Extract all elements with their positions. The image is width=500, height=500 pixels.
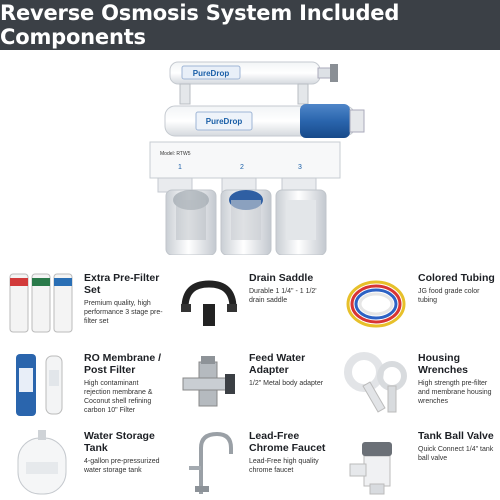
component-name: Water Storage Tank: [84, 430, 155, 454]
faucet-icon: [173, 426, 245, 498]
ro-system-image: PureDrop PureDrop Model: RTW5 1 2 3: [0, 50, 500, 256]
component-lead-free-chrome-faucet: Lead-Free Chrome Faucet Lead-Free high q…: [167, 422, 333, 500]
ro-membrane-icon: [6, 348, 78, 420]
component-desc: High contaminant rejection membrane & Co…: [84, 380, 153, 414]
component-desc: Lead-Free high quality chrome faucet: [249, 458, 319, 474]
components-grid: Extra Pre-Filter Set Premium quality, hi…: [0, 258, 500, 500]
component-water-storage-tank: Water Storage Tank 4-gallon pre-pressuri…: [0, 422, 166, 500]
component-drain-saddle: Drain Saddle Durable 1 1/4" - 1 1/2' dra…: [167, 264, 333, 344]
title-banner: Reverse Osmosis System Included Componen…: [0, 0, 500, 50]
component-tank-ball-valve: Tank Ball Valve Quick Connect 1/4" tank …: [334, 422, 500, 500]
component-name: RO Membrane / Post Filter: [84, 352, 162, 376]
drain-saddle-icon: [173, 268, 245, 340]
component-name: Tank Ball Valve: [418, 430, 494, 442]
filter-housing-3: [275, 189, 327, 256]
component-desc: JG food grade color tubing: [418, 288, 480, 304]
feed-water-adapter-icon: [173, 348, 245, 420]
membrane-housing: PureDrop: [164, 104, 365, 138]
component-desc: 4-gallon pre-pressurized water storage t…: [84, 458, 160, 474]
storage-tank-icon: [6, 426, 78, 498]
model-label: Model: RTW5: [160, 151, 191, 157]
filter-cartridges-icon: [6, 268, 78, 340]
post-filter: PureDrop: [169, 61, 338, 85]
filter-housing-1: [165, 189, 217, 256]
mounting-bracket: Model: RTW5 1 2 3: [149, 141, 341, 193]
ball-valve-icon: [340, 426, 412, 498]
component-feed-water-adapter: Feed Water Adapter 1/2" Metal body adapt…: [167, 344, 333, 424]
component-ro-membrane-post-filter: RO Membrane / Post Filter High contamina…: [0, 344, 166, 424]
page-title: Reverse Osmosis System Included Componen…: [0, 1, 400, 49]
component-name: Lead-Free Chrome Faucet: [249, 430, 326, 454]
stage-label-3: 3: [298, 164, 302, 171]
brand-logo-main: PureDrop: [206, 117, 243, 126]
component-desc: Quick Connect 1/4" tank ball valve: [418, 446, 494, 462]
component-housing-wrenches: Housing Wrenches High strength pre-filte…: [334, 344, 500, 424]
housing-wrench-icon: [340, 348, 412, 420]
filter-housing-2: [220, 189, 272, 256]
component-desc: 1/2" Metal body adapter: [249, 380, 324, 387]
component-name: Colored Tubing: [418, 272, 495, 284]
component-desc: High strength pre-filter and membrane ho…: [418, 380, 492, 405]
component-desc: Premium quality, high performance 3 stag…: [84, 300, 163, 325]
brand-logo-top: PureDrop: [193, 69, 230, 78]
stage-label-2: 2: [240, 164, 244, 171]
component-name: Extra Pre-Filter Set: [84, 272, 160, 296]
component-name: Feed Water Adapter: [249, 352, 306, 376]
component-name: Drain Saddle: [249, 272, 314, 284]
component-name: Housing Wrenches: [418, 352, 468, 376]
component-extra-pre-filter-set: Extra Pre-Filter Set Premium quality, hi…: [0, 264, 166, 344]
component-colored-tubing: Colored Tubing JG food grade color tubin…: [334, 264, 500, 344]
colored-tubing-icon: [340, 268, 412, 340]
component-desc: Durable 1 1/4" - 1 1/2' drain saddle: [249, 288, 317, 304]
stage-label-1: 1: [178, 164, 182, 171]
